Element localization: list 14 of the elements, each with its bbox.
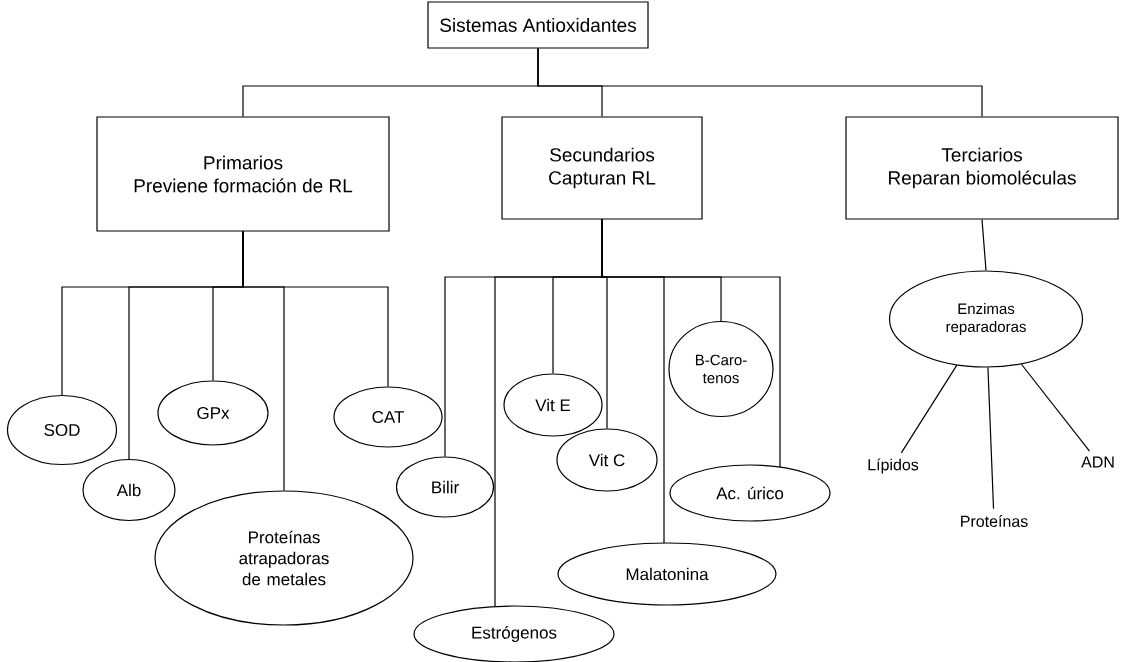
- connector-line: [242, 231, 389, 387]
- connector-line: [601, 219, 781, 468]
- connector-line: [1020, 363, 1091, 452]
- item-label: Proteínas: [961, 515, 1028, 527]
- category-box: Secundarios Capturan RL: [501, 116, 703, 220]
- connector-line: [537, 48, 983, 117]
- item-label: ADN: [1081, 456, 1114, 468]
- item-label: Lípidos: [868, 458, 919, 474]
- connector-line: [900, 364, 958, 454]
- category-box: Primarios Previene formación de RL: [96, 116, 390, 232]
- connector-line: [987, 367, 995, 510]
- connector-line: [981, 219, 987, 271]
- category-box: Terciarios Reparan biomoléculas: [845, 116, 1119, 220]
- category-box: Sistemas Antioxidantes: [427, 1, 649, 49]
